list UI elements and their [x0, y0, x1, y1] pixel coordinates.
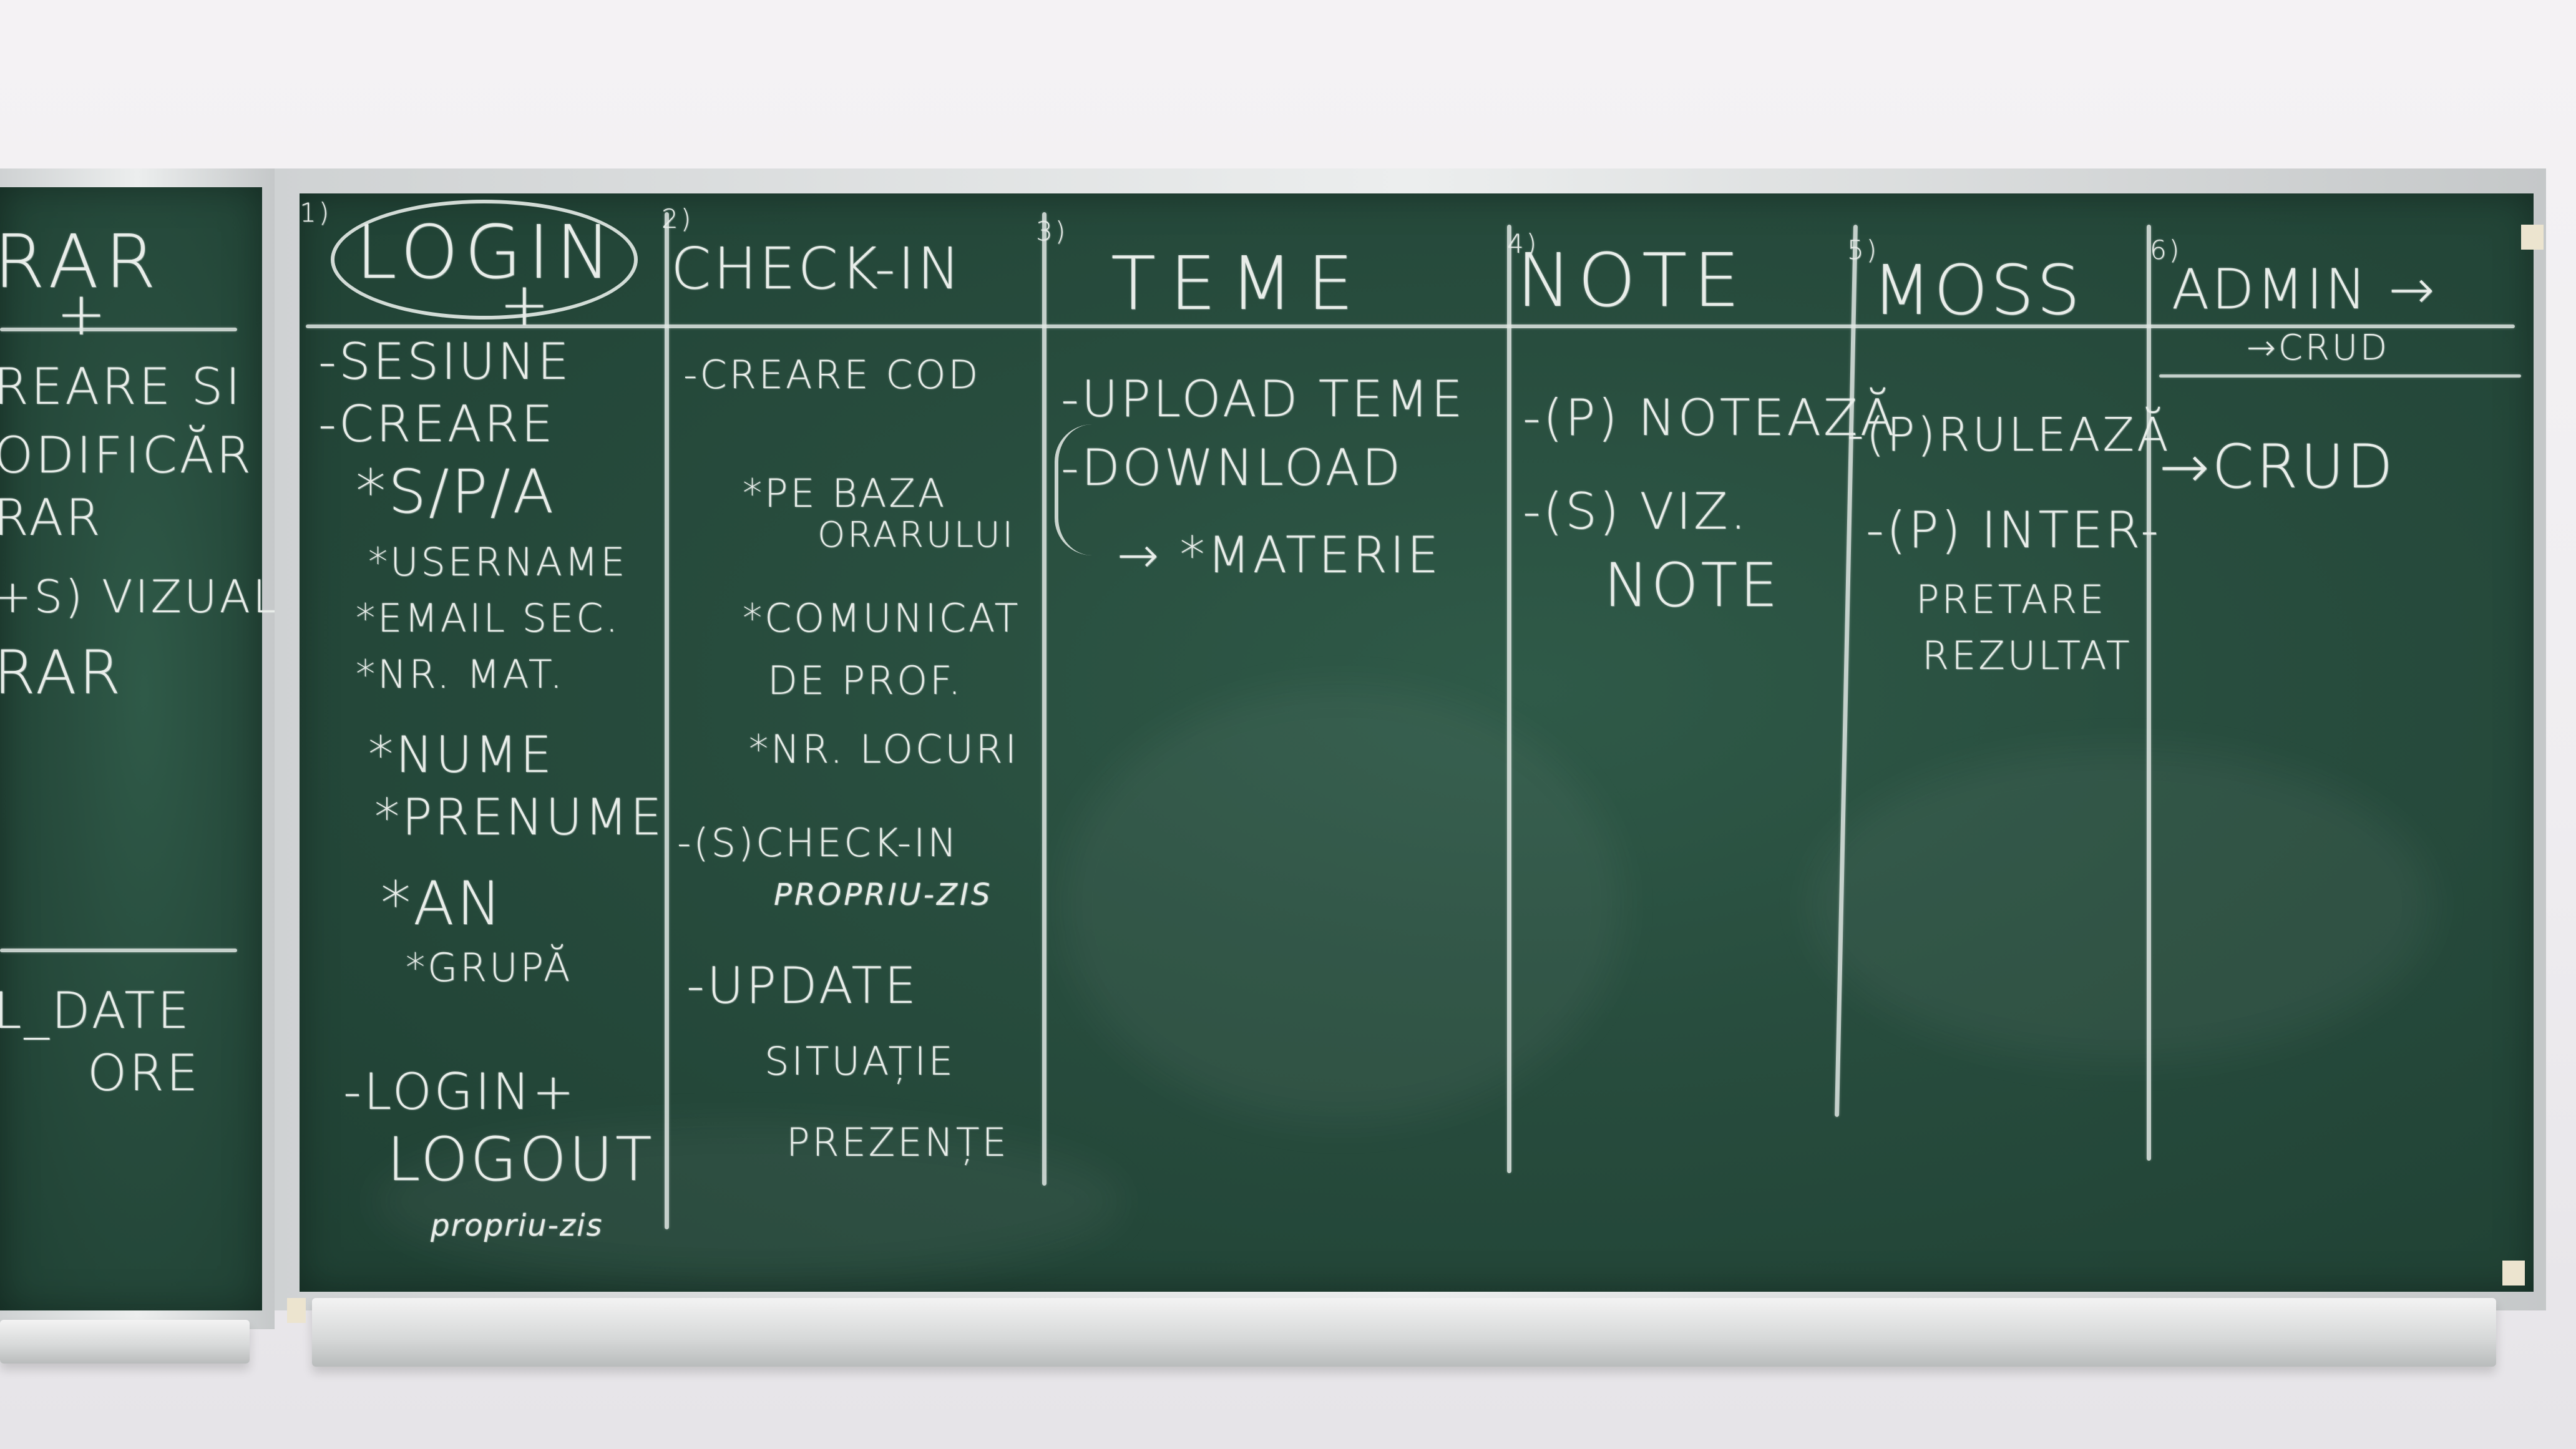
left-board-line: REARE SI: [0, 358, 243, 416]
list-item: -(P) NOTEAZĂ: [1523, 389, 1897, 447]
list-item: *AN: [381, 869, 504, 939]
list-item: -UPLOAD TEME: [1061, 370, 1465, 428]
left-board-line: RAR: [0, 489, 103, 547]
column-header-admin: ADMIN →: [2172, 257, 2437, 321]
list-item: *GRUPĂ: [406, 945, 573, 990]
list-item: ORARULUI: [817, 515, 1015, 555]
list-item: *PE BAZA: [743, 471, 947, 516]
column-header-checkin: CHECK-IN: [671, 235, 963, 302]
list-item: -SESIUNE: [318, 333, 572, 391]
column-number: 5): [1847, 235, 1880, 265]
list-item: *S/P/A: [356, 457, 557, 527]
list-item: →CRUD: [2159, 432, 2396, 502]
column-header-note: NOTE: [1516, 237, 1746, 323]
list-item: → *MATERIE: [1117, 526, 1442, 584]
column-header-moss: MOSS: [1872, 250, 2083, 330]
login-circle: [331, 200, 638, 320]
frame-clip: [2502, 1261, 2525, 1286]
left-board-line: ODIFICĂR: [0, 426, 253, 484]
column-divider: [2147, 225, 2151, 1161]
left-board-rule: [0, 949, 237, 952]
list-item: -(P)RULEAZĂ: [1847, 408, 2171, 462]
list-item: -CREARE: [318, 395, 555, 453]
left-board-line: +: [56, 279, 109, 349]
list-item: NOTE: [1604, 550, 1780, 620]
list-item: -UPDATE: [686, 957, 919, 1015]
list-item: LOGOUT: [387, 1125, 655, 1194]
list-item: PROPRIU-ZIS: [774, 877, 993, 912]
list-item: propriu-zis: [431, 1208, 603, 1243]
column-divider: [665, 212, 669, 1229]
list-item: *NR. MAT.: [356, 651, 565, 697]
list-item: *EMAIL SEC.: [356, 595, 621, 641]
left-board-line: RAR: [0, 638, 124, 708]
left-board-line: ORE: [87, 1044, 201, 1102]
list-item: PRETARE: [1916, 577, 2107, 622]
list-item: DE PROF.: [768, 658, 964, 703]
eraser-smudge: [1810, 749, 2434, 1061]
left-board-rule: [0, 328, 237, 331]
column-header-login: LOGIN: [356, 209, 617, 295]
left-board-line: +S) VIZUAL: [0, 570, 280, 623]
header-rule: [2159, 374, 2521, 378]
list-item: *COMUNICAT: [743, 595, 1021, 641]
column-number: 6): [2150, 235, 2182, 265]
main-board-ledge: [312, 1298, 2496, 1367]
column-number: 4): [1507, 228, 1539, 259]
eraser-smudge: [1061, 686, 1622, 1123]
column-divider: [1042, 212, 1046, 1186]
list-item: -(S)CHECK-IN: [677, 820, 959, 866]
left-board-line: L_DATE: [0, 982, 192, 1040]
download-arrow-curve: [1055, 424, 1096, 555]
list-item: REZULTAT: [1922, 633, 2132, 678]
list-item: SITUAȚIE: [764, 1038, 955, 1084]
column-number: 3): [1036, 216, 1068, 246]
column-number: 1): [300, 197, 332, 228]
list-item: -CREARE COD: [683, 352, 981, 398]
list-item: *USERNAME: [368, 539, 628, 585]
frame-clip: [287, 1298, 306, 1323]
eraser-smudge: [374, 1123, 1123, 1279]
list-item: -DOWNLOAD: [1061, 439, 1403, 497]
column-header-teme: TEME: [1111, 240, 1368, 326]
list-item: PREZENȚE: [786, 1120, 1009, 1165]
column-header-extra: +: [499, 270, 552, 339]
column-number: 2): [661, 203, 694, 234]
list-item: -(S) VIZ.: [1523, 482, 1749, 540]
list-item: *NUME: [368, 726, 554, 784]
frame-clip: [2521, 225, 2544, 250]
column-divider: [1507, 225, 1511, 1173]
column-header-sub: →CRUD: [2247, 328, 2390, 368]
list-item: -(P) INTER-: [1866, 501, 2162, 559]
header-rule: [306, 324, 2515, 328]
left-board-line: RAR: [0, 218, 162, 305]
left-board: [0, 187, 262, 1310]
list-item: *PRENUME: [374, 788, 665, 846]
list-item: *NR. LOCURI: [749, 726, 1019, 772]
left-board-ledge: [0, 1320, 250, 1364]
list-item: -LOGIN+: [343, 1063, 577, 1121]
